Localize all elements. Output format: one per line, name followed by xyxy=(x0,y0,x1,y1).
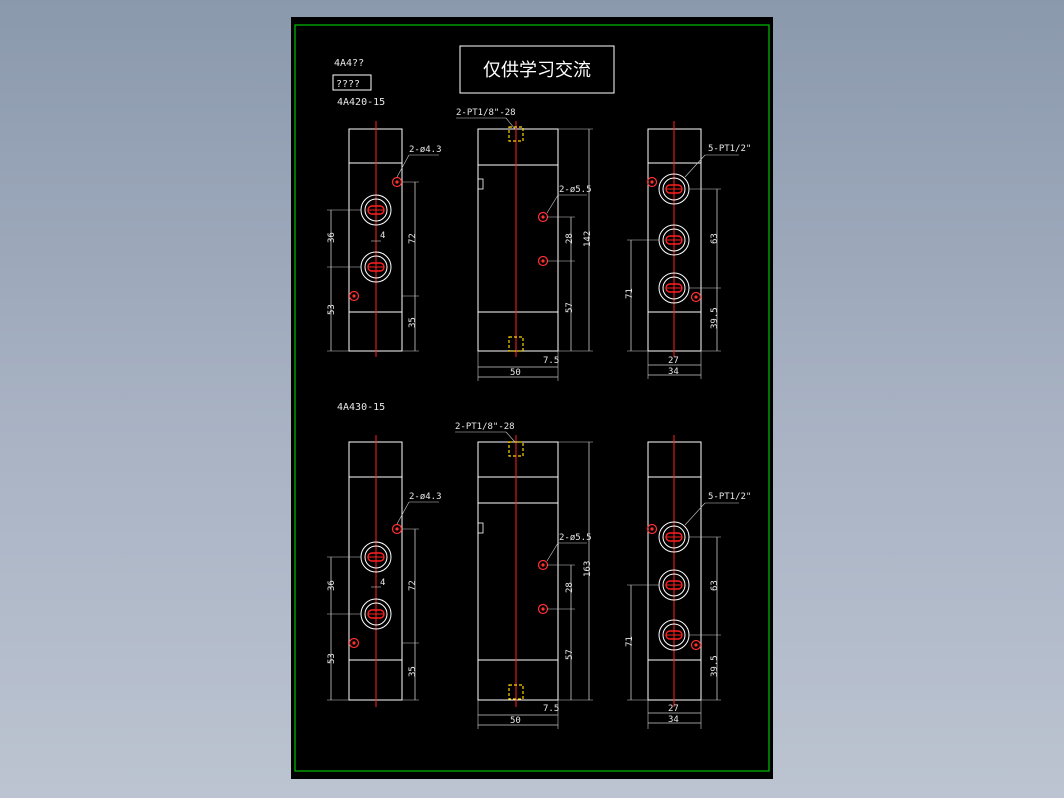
port-2 xyxy=(658,569,690,601)
section-4a420: 4A420-15 36 53 72 35 4 xyxy=(327,97,751,381)
dim-53: 53 xyxy=(327,653,337,664)
dim-34: 34 xyxy=(668,715,679,725)
mount-hole-bottom xyxy=(348,290,360,302)
dim-28: 28 xyxy=(565,582,575,593)
port-side-hole-bottom xyxy=(690,291,702,303)
dim-39-5: 39.5 xyxy=(710,307,720,329)
series-label: 4A4?? xyxy=(334,58,364,69)
dim-72: 72 xyxy=(408,233,418,244)
dim-height: 163 xyxy=(583,561,593,577)
dim-63: 63 xyxy=(710,233,720,244)
dim-27: 27 xyxy=(668,704,679,714)
dim-63: 63 xyxy=(710,580,720,591)
model-label: 4A420-15 xyxy=(337,97,385,108)
mount-hole-top xyxy=(391,176,403,188)
dim-57: 57 xyxy=(565,649,575,660)
port-upper xyxy=(360,541,392,573)
dim-36: 36 xyxy=(327,232,337,243)
mount-hole-top xyxy=(391,523,403,535)
port-lower xyxy=(360,598,392,630)
port-upper xyxy=(360,194,392,226)
dim-35: 35 xyxy=(408,317,418,328)
dim-50: 50 xyxy=(510,368,521,378)
dim-7-5: 7.5 xyxy=(543,704,559,714)
side-hole-label: 2-ø5.5 xyxy=(559,185,592,195)
side-hole-lower xyxy=(537,603,549,615)
dim-4: 4 xyxy=(380,231,385,241)
mount-hole-bottom xyxy=(348,637,360,649)
port-top-label: 2-PT1/8"-28 xyxy=(455,422,515,432)
title-box xyxy=(459,45,615,94)
dim-36: 36 xyxy=(327,580,337,591)
mount-hole-label: 2-ø4.3 xyxy=(409,492,442,502)
dim-71: 71 xyxy=(625,636,635,647)
port-lower xyxy=(360,251,392,283)
dim-72: 72 xyxy=(408,580,418,591)
port-1 xyxy=(658,173,690,205)
side-hole-upper xyxy=(537,559,549,571)
dim-7-5: 7.5 xyxy=(543,356,559,366)
ports-label: 5-PT1/2" xyxy=(708,492,751,502)
side-view: 2-PT1/8"-28 2-ø5.5 28 57 163 7.5 50 xyxy=(455,422,593,729)
side-hole-label: 2-ø5.5 xyxy=(559,533,592,543)
side-view: 2-PT1/8"-28 2-ø5.5 28 57 142 7.5 50 xyxy=(456,108,593,381)
section-4a430: 4A430-15 36 53 72 35 4 xyxy=(327,402,751,729)
ports-label: 5-PT1/2" xyxy=(708,144,751,154)
port-view: 5-PT1/2" 63 39.5 71 27 34 xyxy=(625,121,751,379)
dim-57: 57 xyxy=(565,302,575,313)
dim-4: 4 xyxy=(380,578,385,588)
side-hole-lower xyxy=(537,255,549,267)
dim-53: 53 xyxy=(327,304,337,315)
mount-hole-label: 2-ø4.3 xyxy=(409,145,442,155)
dim-27: 27 xyxy=(668,356,679,366)
cad-drawing: 仅供学习交流 4A4?? ???? 4A420-15 36 53 7 xyxy=(294,24,770,772)
dim-35: 35 xyxy=(408,666,418,677)
dim-39-5: 39.5 xyxy=(710,655,720,677)
dim-71: 71 xyxy=(625,288,635,299)
side-hole-upper xyxy=(537,211,549,223)
dim-height: 142 xyxy=(583,231,593,247)
dim-34: 34 xyxy=(668,367,679,377)
port-side-hole-bottom xyxy=(690,639,702,651)
port-3 xyxy=(658,619,690,651)
port-3 xyxy=(658,272,690,304)
port-2 xyxy=(658,224,690,256)
series-sub-label: ???? xyxy=(336,79,360,90)
drawing-sheet: 仅供学习交流 4A4?? ???? 4A420-15 36 53 7 xyxy=(291,17,773,779)
port-view: 5-PT1/2" 63 39.5 71 27 34 xyxy=(625,435,751,729)
title-text: 仅供学习交流 xyxy=(483,60,591,81)
front-view: 36 53 72 35 4 2-ø4.3 xyxy=(327,121,442,357)
frame-border xyxy=(294,24,770,772)
port-side-hole-top xyxy=(646,176,658,188)
front-view: 36 53 72 35 4 2-ø4.3 xyxy=(327,435,442,707)
port-side-hole-top xyxy=(646,523,658,535)
port-top-label: 2-PT1/8"-28 xyxy=(456,108,516,118)
port-1 xyxy=(658,521,690,553)
series-sub-box xyxy=(332,74,372,91)
dim-50: 50 xyxy=(510,716,521,726)
dim-28: 28 xyxy=(565,233,575,244)
model-label: 4A430-15 xyxy=(337,402,385,413)
